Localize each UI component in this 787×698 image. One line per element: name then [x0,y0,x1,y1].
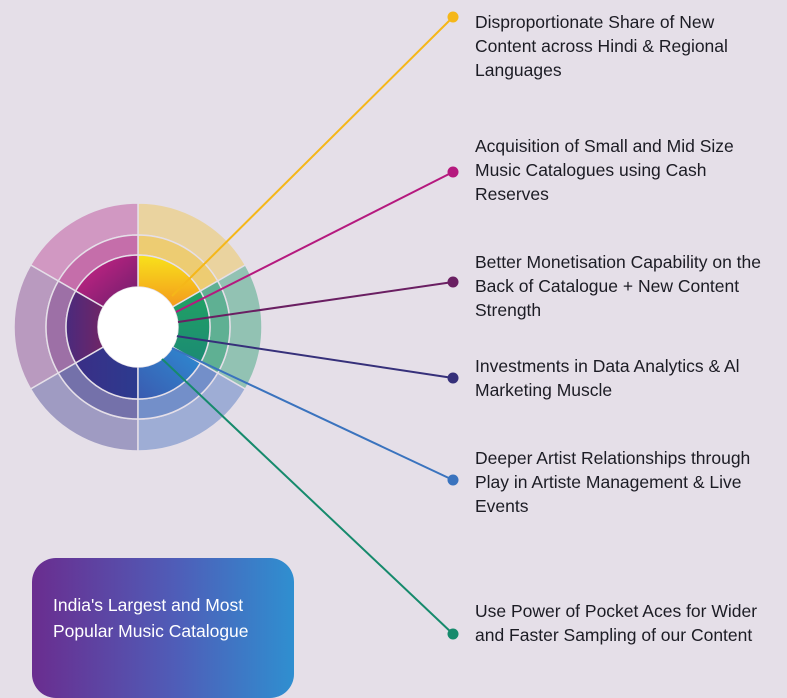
bullet-dot-2 [447,166,459,178]
strategy-item-new-content: Disproportionate Share of New Content ac… [475,12,728,80]
bullet-dot-4 [447,372,459,384]
connector-line-2 [175,171,454,313]
strategy-item-pocket-aces: Use Power of Pocket Aces for Wider and F… [475,601,758,645]
connector-line-1 [171,16,454,297]
connector-line-4 [175,335,454,379]
connector-line-6 [159,356,454,635]
strategy-item-monetisation: Better Monetisation Capability on the Ba… [475,252,761,320]
catalogue-badge [32,558,294,698]
connector-line-5 [171,347,454,481]
wheel-center-hole [98,287,178,367]
bullet-dot-5 [447,474,459,486]
connector-line-3 [177,281,454,323]
strategy-item-data-analytics: Investments in Data Analytics & Al Marke… [475,356,740,400]
connector-lines [159,11,459,640]
bullet-dot-1 [447,11,459,23]
bullet-dot-3 [447,276,459,288]
bullet-dot-6 [447,628,459,640]
strategy-item-acquisition: Acquisition of Small and Mid Size Music … [475,136,734,204]
strategy-item-artist-relationships: Deeper Artist Relationships through Play… [475,448,751,516]
catalogue-badge-text: India's Largest and Most Popular Music C… [53,595,249,641]
